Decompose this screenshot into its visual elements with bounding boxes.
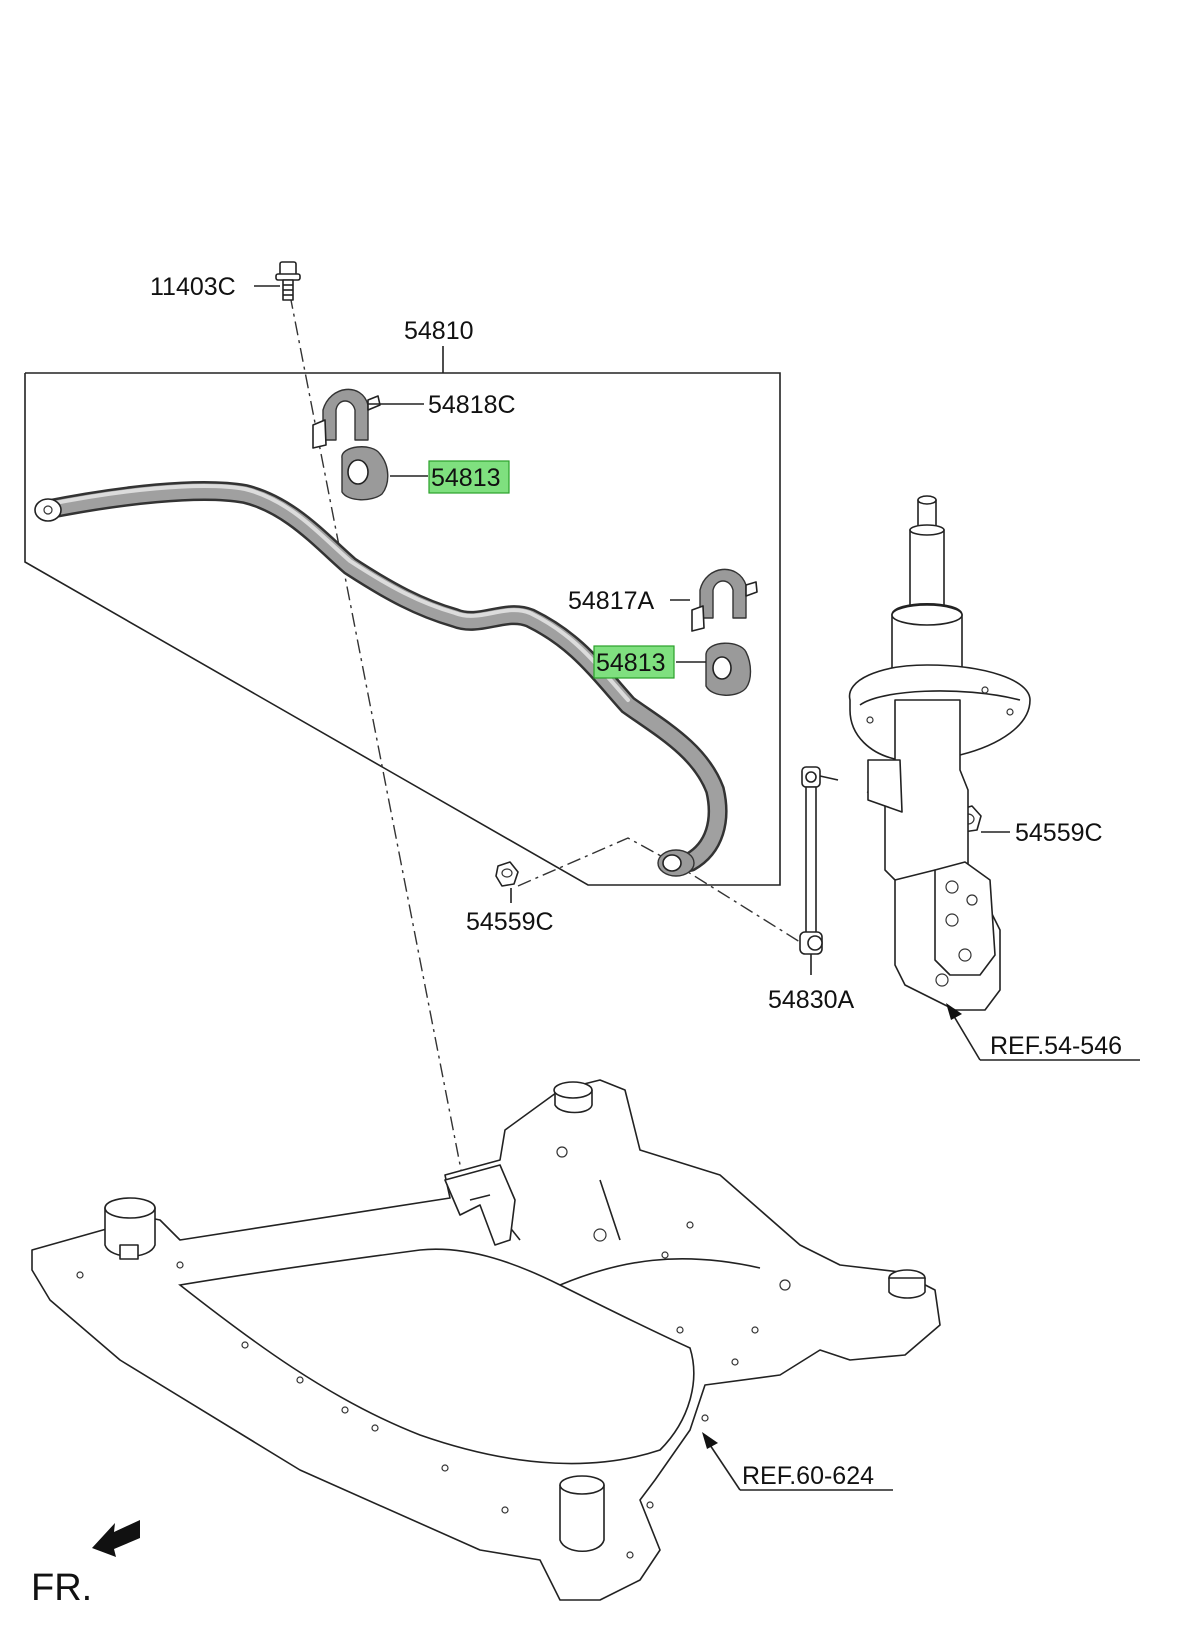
alignment-lines [289,294,959,1181]
label-link[interactable]: 54830A [768,986,855,1014]
bushing-lower-part [705,642,752,696]
bushing-lower-highlight [593,645,675,679]
ref-subframe-arrow [702,1432,893,1491]
label-bolt[interactable]: 11403C [150,273,236,301]
bolt-part [275,261,301,301]
stabilizer-link-part [799,766,839,975]
label-ref-subframe[interactable]: REF.60-624 [742,1462,874,1490]
front-indicator: FR. [31,1520,140,1609]
label-nut-left[interactable]: 54559C [466,908,554,936]
bracket-upper-part [312,388,381,449]
label-assembly[interactable]: 54810 [404,317,474,345]
bushing-upper-part [341,446,389,501]
label-front: FR. [31,1567,92,1609]
nut-left-part [495,861,519,887]
front-arrow-icon [92,1520,140,1557]
label-bushing-upper[interactable]: 54813 [431,464,501,492]
bushing-upper-highlight [428,460,510,494]
label-ref-strut[interactable]: REF.54-546 [990,1032,1122,1060]
label-bracket-c[interactable]: 54818C [428,391,516,419]
stabilizer-bar-part [34,481,728,877]
label-nut-right[interactable]: 54559C [1015,819,1103,847]
ref-strut-arrow [946,1003,1140,1061]
strut-assembly-part [848,495,1031,1011]
leader-lines [254,285,1010,903]
assembly-outline [24,346,781,886]
label-bracket-a[interactable]: 54817A [568,587,655,615]
label-bushing-lower[interactable]: 54813 [596,649,666,677]
bracket-lower-part [691,568,758,632]
subframe-part [31,1079,941,1601]
